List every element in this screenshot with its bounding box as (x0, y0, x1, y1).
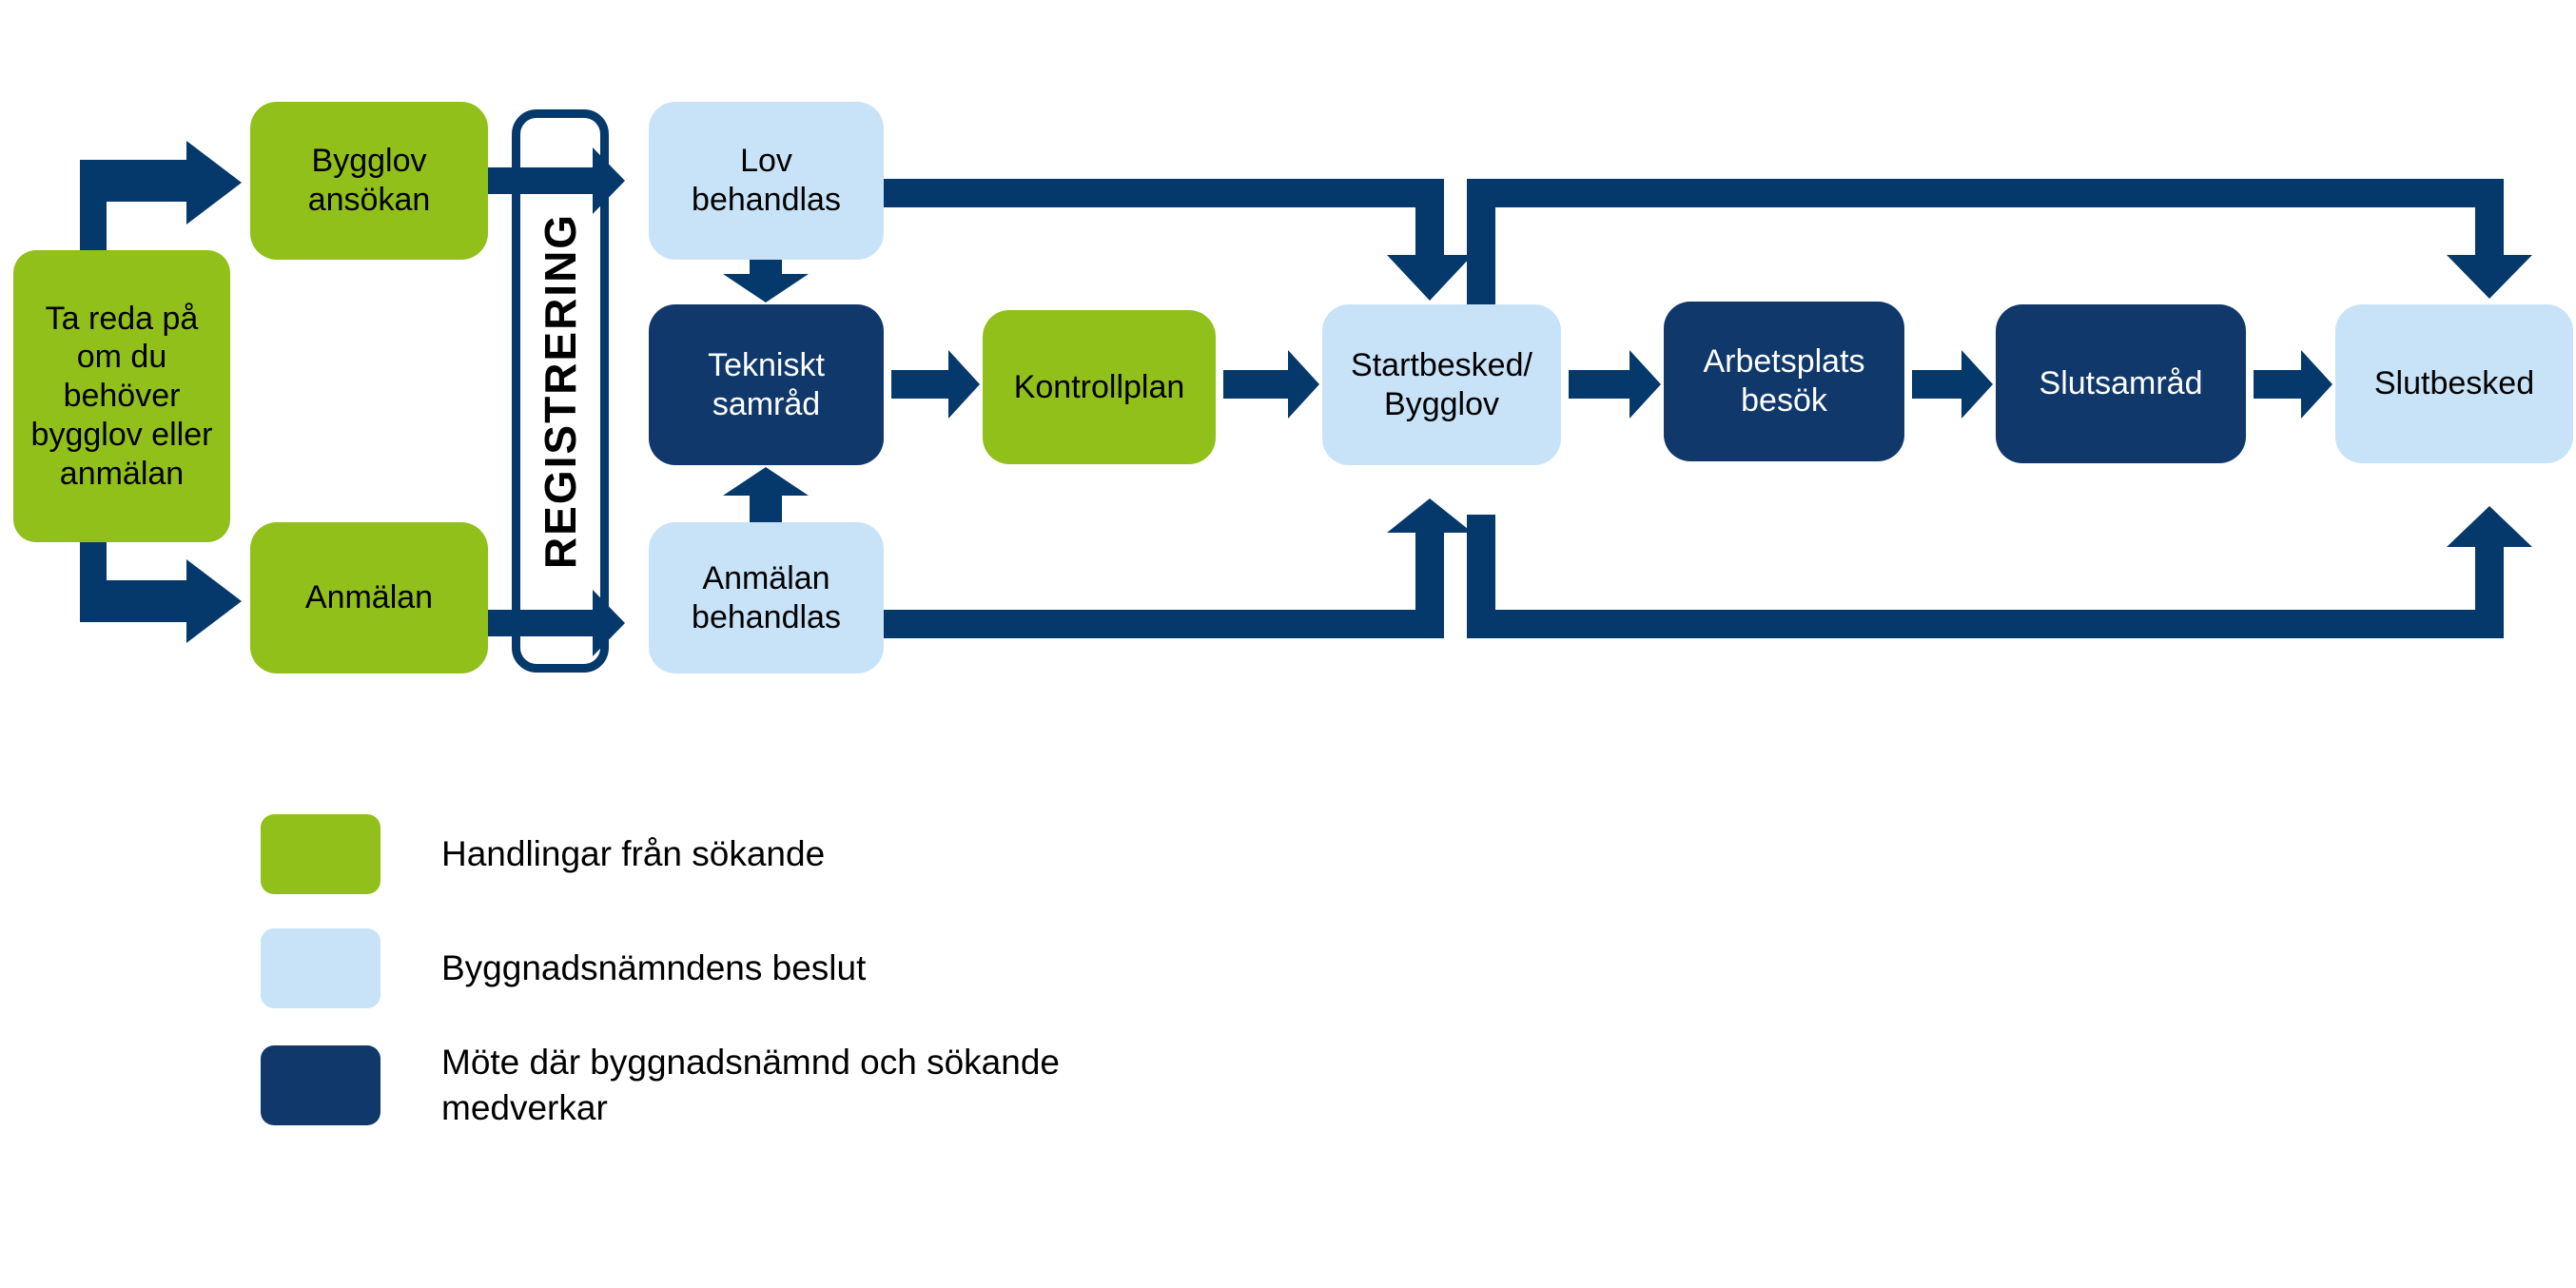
box-label-line: Anmälan (702, 559, 830, 596)
legend-label-line: Byggnadsnämndens beslut (441, 947, 867, 987)
box-kontrollplan: Kontrollplan (983, 310, 1216, 464)
box-label-line: Startbesked/ (1351, 346, 1532, 383)
arrow-kontrollplan-to-startbesked (1223, 350, 1319, 419)
registrering-rotated-label: REGISTRERING (536, 212, 585, 570)
box-label-line: Ta reda på (45, 300, 199, 337)
legend-swatch-light-blue (261, 928, 381, 1008)
box-label-line: besök (1741, 382, 1827, 419)
legend-label: Möte där byggnadsnämnd och sökande medve… (441, 1040, 1060, 1131)
box-tekniskt-samrad: Tekniskt samråd (649, 304, 884, 465)
box-slutbesked: Slutbesked (2335, 304, 2573, 463)
legend-label: Handlingar från sökande (441, 831, 825, 877)
box-label-line: Arbetsplats (1703, 343, 1865, 381)
box-label-line: om du (76, 339, 167, 376)
legend-item-handlingar: Handlingar från sökande (261, 814, 825, 894)
arrow-bypass-startbesked-to-slutbesked-bottom (1467, 506, 2532, 638)
arrow-anmalan-behandlas-to-tekniskt-samrad (723, 467, 809, 522)
arrow-bypass-startbesked-to-slutbesked-top (1467, 179, 2532, 304)
legend-label-line: medverkar (441, 1088, 608, 1128)
box-label-line: Bygglov (1384, 385, 1499, 422)
box-lov-behandlas: Lov behandlas (649, 102, 884, 260)
box-ta-reda-pa: Ta reda på om du behöver bygglov eller a… (13, 250, 230, 542)
box-label-line: ansökan (307, 182, 431, 218)
box-label-line: Slutbesked (2373, 365, 2535, 402)
box-arbetsplats-besok: Arbetsplats besök (1664, 302, 1904, 461)
arrow-tekniskt-samrad-to-kontrollplan (891, 350, 980, 419)
arrow-lov-behandlas-to-tekniskt-samrad (723, 260, 809, 302)
box-label-line: Anmälan (304, 579, 434, 616)
arrow-startbesked-to-arbetsplats (1569, 350, 1661, 419)
arrow-ta-reda-to-anmalan (80, 542, 242, 643)
box-label-line: behandlas (692, 598, 841, 635)
legend-label-line: Handlingar från sökande (441, 833, 826, 873)
legend-swatch-green (261, 814, 381, 894)
arrow-bypass-lov-behandlas-to-startbesked-top (884, 179, 1473, 301)
box-slutsamrad: Slutsamråd (1996, 304, 2246, 463)
arrow-slutsamrad-to-slutbesked (2254, 350, 2332, 419)
box-startbesked-bygglov: Startbesked/ Bygglov (1322, 304, 1561, 465)
box-label-line: Tekniskt (708, 346, 825, 383)
arrow-ta-reda-to-bygglov-ansokan (80, 141, 242, 250)
box-bygglov-ansokan: Bygglov ansökan (250, 102, 488, 260)
box-anmalan-behandlas: Anmälan behandlas (649, 522, 884, 673)
box-label-line: behandlas (692, 182, 841, 218)
box-label-line: Lov (740, 143, 792, 180)
legend-label: Byggnadsnämndens beslut (441, 946, 866, 991)
box-label-line: Slutsamråd (2039, 365, 2203, 402)
legend-item-mote: Möte där byggnadsnämnd och sökande medve… (261, 1040, 1060, 1131)
box-label-line: Kontrollplan (1013, 368, 1185, 405)
box-label-line: anmälan (59, 455, 185, 492)
box-label-line: behöver (63, 378, 181, 415)
legend-swatch-navy (261, 1045, 381, 1126)
box-label-line: samråd (712, 385, 821, 422)
arrow-bypass-anmalan-behandlas-to-startbesked-bottom (884, 498, 1473, 638)
box-label-line: Bygglov (311, 143, 427, 180)
legend-item-beslut: Byggnadsnämndens beslut (261, 928, 866, 1008)
box-anmalan: Anmälan (250, 522, 488, 673)
box-registrering: REGISTRERING (512, 109, 609, 673)
arrow-arbetsplats-to-slutsamrad (1912, 350, 1993, 419)
box-label-line: bygglov eller (30, 416, 213, 453)
legend-label-line: Möte där byggnadsnämnd och sökande (441, 1043, 1060, 1082)
